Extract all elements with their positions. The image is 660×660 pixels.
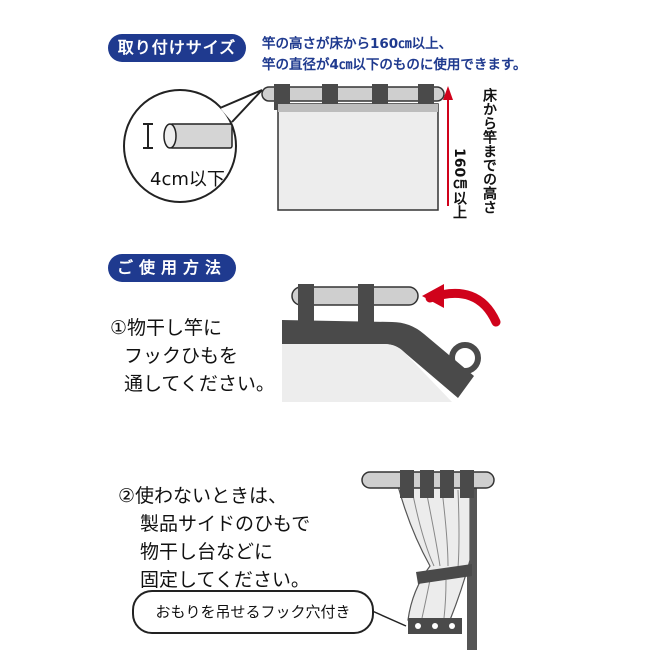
step1-line-1: ①物干し竿に bbox=[110, 317, 223, 339]
diameter-label: 4cm以下 bbox=[150, 169, 225, 190]
size-diagram bbox=[261, 84, 453, 211]
rotate-arrow-head bbox=[422, 284, 444, 308]
hook-loop bbox=[449, 342, 481, 374]
size-note-line-1: 竿の高さが床から160㎝以上、 bbox=[262, 36, 453, 52]
curtain-panel-2 bbox=[282, 344, 452, 402]
section-title-size: 取り付けサイズ bbox=[108, 34, 246, 62]
height-value: 160㎝以上 bbox=[451, 148, 467, 220]
curtain-panel-1 bbox=[277, 103, 439, 211]
step2-line-1: ②使わないときは、 bbox=[118, 485, 288, 507]
pole-end bbox=[163, 123, 177, 149]
step2-diagram bbox=[361, 470, 495, 650]
strap-1b bbox=[322, 84, 338, 110]
step1-text: ①物干し竿に フックひもを 通してください。 bbox=[110, 314, 275, 398]
strap-1c bbox=[372, 84, 388, 110]
step2-text: ②使わないときは、 製品サイドのひもで 物干し台などに 固定してください。 bbox=[118, 482, 310, 594]
strap-2b bbox=[358, 284, 374, 330]
hook-note: おもりを吊せるフック穴付き bbox=[132, 590, 374, 634]
step1-line-2: フックひもを bbox=[124, 345, 239, 367]
pole-2 bbox=[291, 286, 419, 306]
height-arrow-head bbox=[443, 86, 453, 100]
size-note-line-2: 竿の直径が4㎝以下のものに使用できます。 bbox=[262, 57, 527, 73]
strap-2a bbox=[298, 284, 314, 330]
step2-line-2: 製品サイドのひもで bbox=[140, 513, 311, 535]
section-title-usage: ご使用方法 bbox=[108, 254, 236, 282]
height-label: 床から竿までの高さ bbox=[481, 88, 497, 214]
panel-hem bbox=[278, 104, 438, 112]
curtain-panel-3 bbox=[397, 485, 471, 621]
step2-line-4: 固定してください。 bbox=[140, 569, 310, 591]
pole-1 bbox=[261, 86, 445, 102]
strap-1a bbox=[274, 84, 290, 110]
pole-section bbox=[169, 123, 233, 149]
callout-pointer bbox=[219, 89, 263, 123]
folded-strap bbox=[282, 320, 474, 398]
tie-strap bbox=[416, 564, 472, 584]
strap-1d bbox=[418, 84, 434, 110]
hook-pointer bbox=[369, 609, 407, 627]
diameter-callout bbox=[123, 89, 263, 203]
step1-diagram bbox=[282, 284, 501, 402]
step1-line-3: 通してください。 bbox=[124, 373, 275, 395]
step2-line-3: 物干し台などに bbox=[140, 541, 274, 563]
